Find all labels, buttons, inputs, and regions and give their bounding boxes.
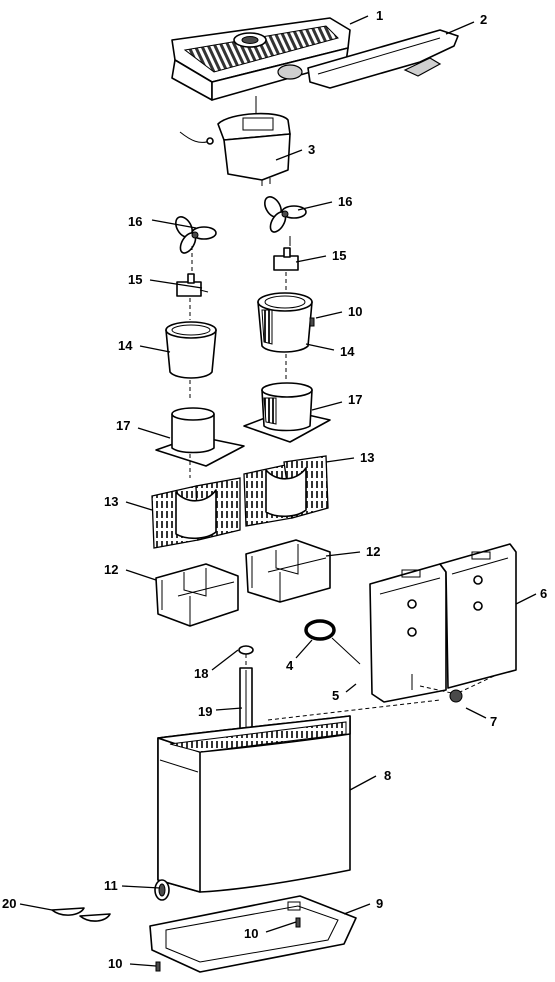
wick-tray-right <box>245 539 331 603</box>
callout-19: 19 <box>198 704 212 719</box>
callout-3: 3 <box>308 142 315 157</box>
fan-right <box>264 196 307 233</box>
callout-15-left: 15 <box>128 272 142 287</box>
wick-frame-right <box>243 382 331 443</box>
water-tank-right <box>439 543 517 689</box>
o-ring <box>304 619 361 665</box>
callout-1: 1 <box>376 8 383 23</box>
callout-12-right: 12 <box>366 544 380 559</box>
callout-18: 18 <box>194 666 208 681</box>
callout-7: 7 <box>490 714 497 729</box>
motor-left <box>176 246 209 297</box>
callout-labels: 1 2 3 16 16 15 15 10 14 14 17 17 13 13 1… <box>2 8 547 971</box>
wick-filter-right <box>243 455 329 527</box>
callout-13-left: 13 <box>104 494 118 509</box>
float-cap <box>238 645 254 655</box>
callout-17-right: 17 <box>348 392 362 407</box>
callout-14-left: 14 <box>118 338 133 353</box>
callout-5: 5 <box>332 688 339 703</box>
tank-cap <box>267 675 495 721</box>
control-module <box>179 96 291 186</box>
callout-6: 6 <box>540 586 547 601</box>
bucket-right <box>257 272 313 382</box>
screw-10b <box>295 917 301 928</box>
callout-14-right: 14 <box>340 344 355 359</box>
callout-8: 8 <box>384 768 391 783</box>
callout-16-right: 16 <box>338 194 352 209</box>
wick-frame-left <box>155 407 245 478</box>
screw-10c <box>155 961 161 972</box>
callout-12-left: 12 <box>104 562 118 577</box>
callout-10-bottom-left: 10 <box>108 956 122 971</box>
water-tank-left <box>369 563 447 703</box>
wick-filter-left <box>151 477 241 549</box>
top-grill-cover <box>171 17 351 101</box>
callout-13-right: 13 <box>360 450 374 465</box>
callout-11: 11 <box>104 878 118 893</box>
foot-pads <box>51 907 111 922</box>
callout-16-left: 16 <box>128 214 142 229</box>
base-tray <box>149 895 357 973</box>
callout-9: 9 <box>376 896 383 911</box>
bucket-left <box>165 298 217 400</box>
callout-15-right: 15 <box>332 248 346 263</box>
screw-10a <box>309 317 315 327</box>
callout-20: 20 <box>2 896 16 911</box>
side-handle <box>307 29 459 89</box>
motor-right <box>273 236 299 271</box>
callout-lines <box>19 15 537 967</box>
callout-17-left: 17 <box>116 418 130 433</box>
callout-2: 2 <box>480 12 487 27</box>
callout-4: 4 <box>286 658 294 673</box>
base-reservoir <box>157 715 351 893</box>
wick-tray-left <box>155 563 239 627</box>
callout-10-top: 10 <box>348 304 362 319</box>
callout-10-bottom-right: 10 <box>244 926 258 941</box>
caster <box>154 879 170 901</box>
fan-left <box>175 216 217 254</box>
